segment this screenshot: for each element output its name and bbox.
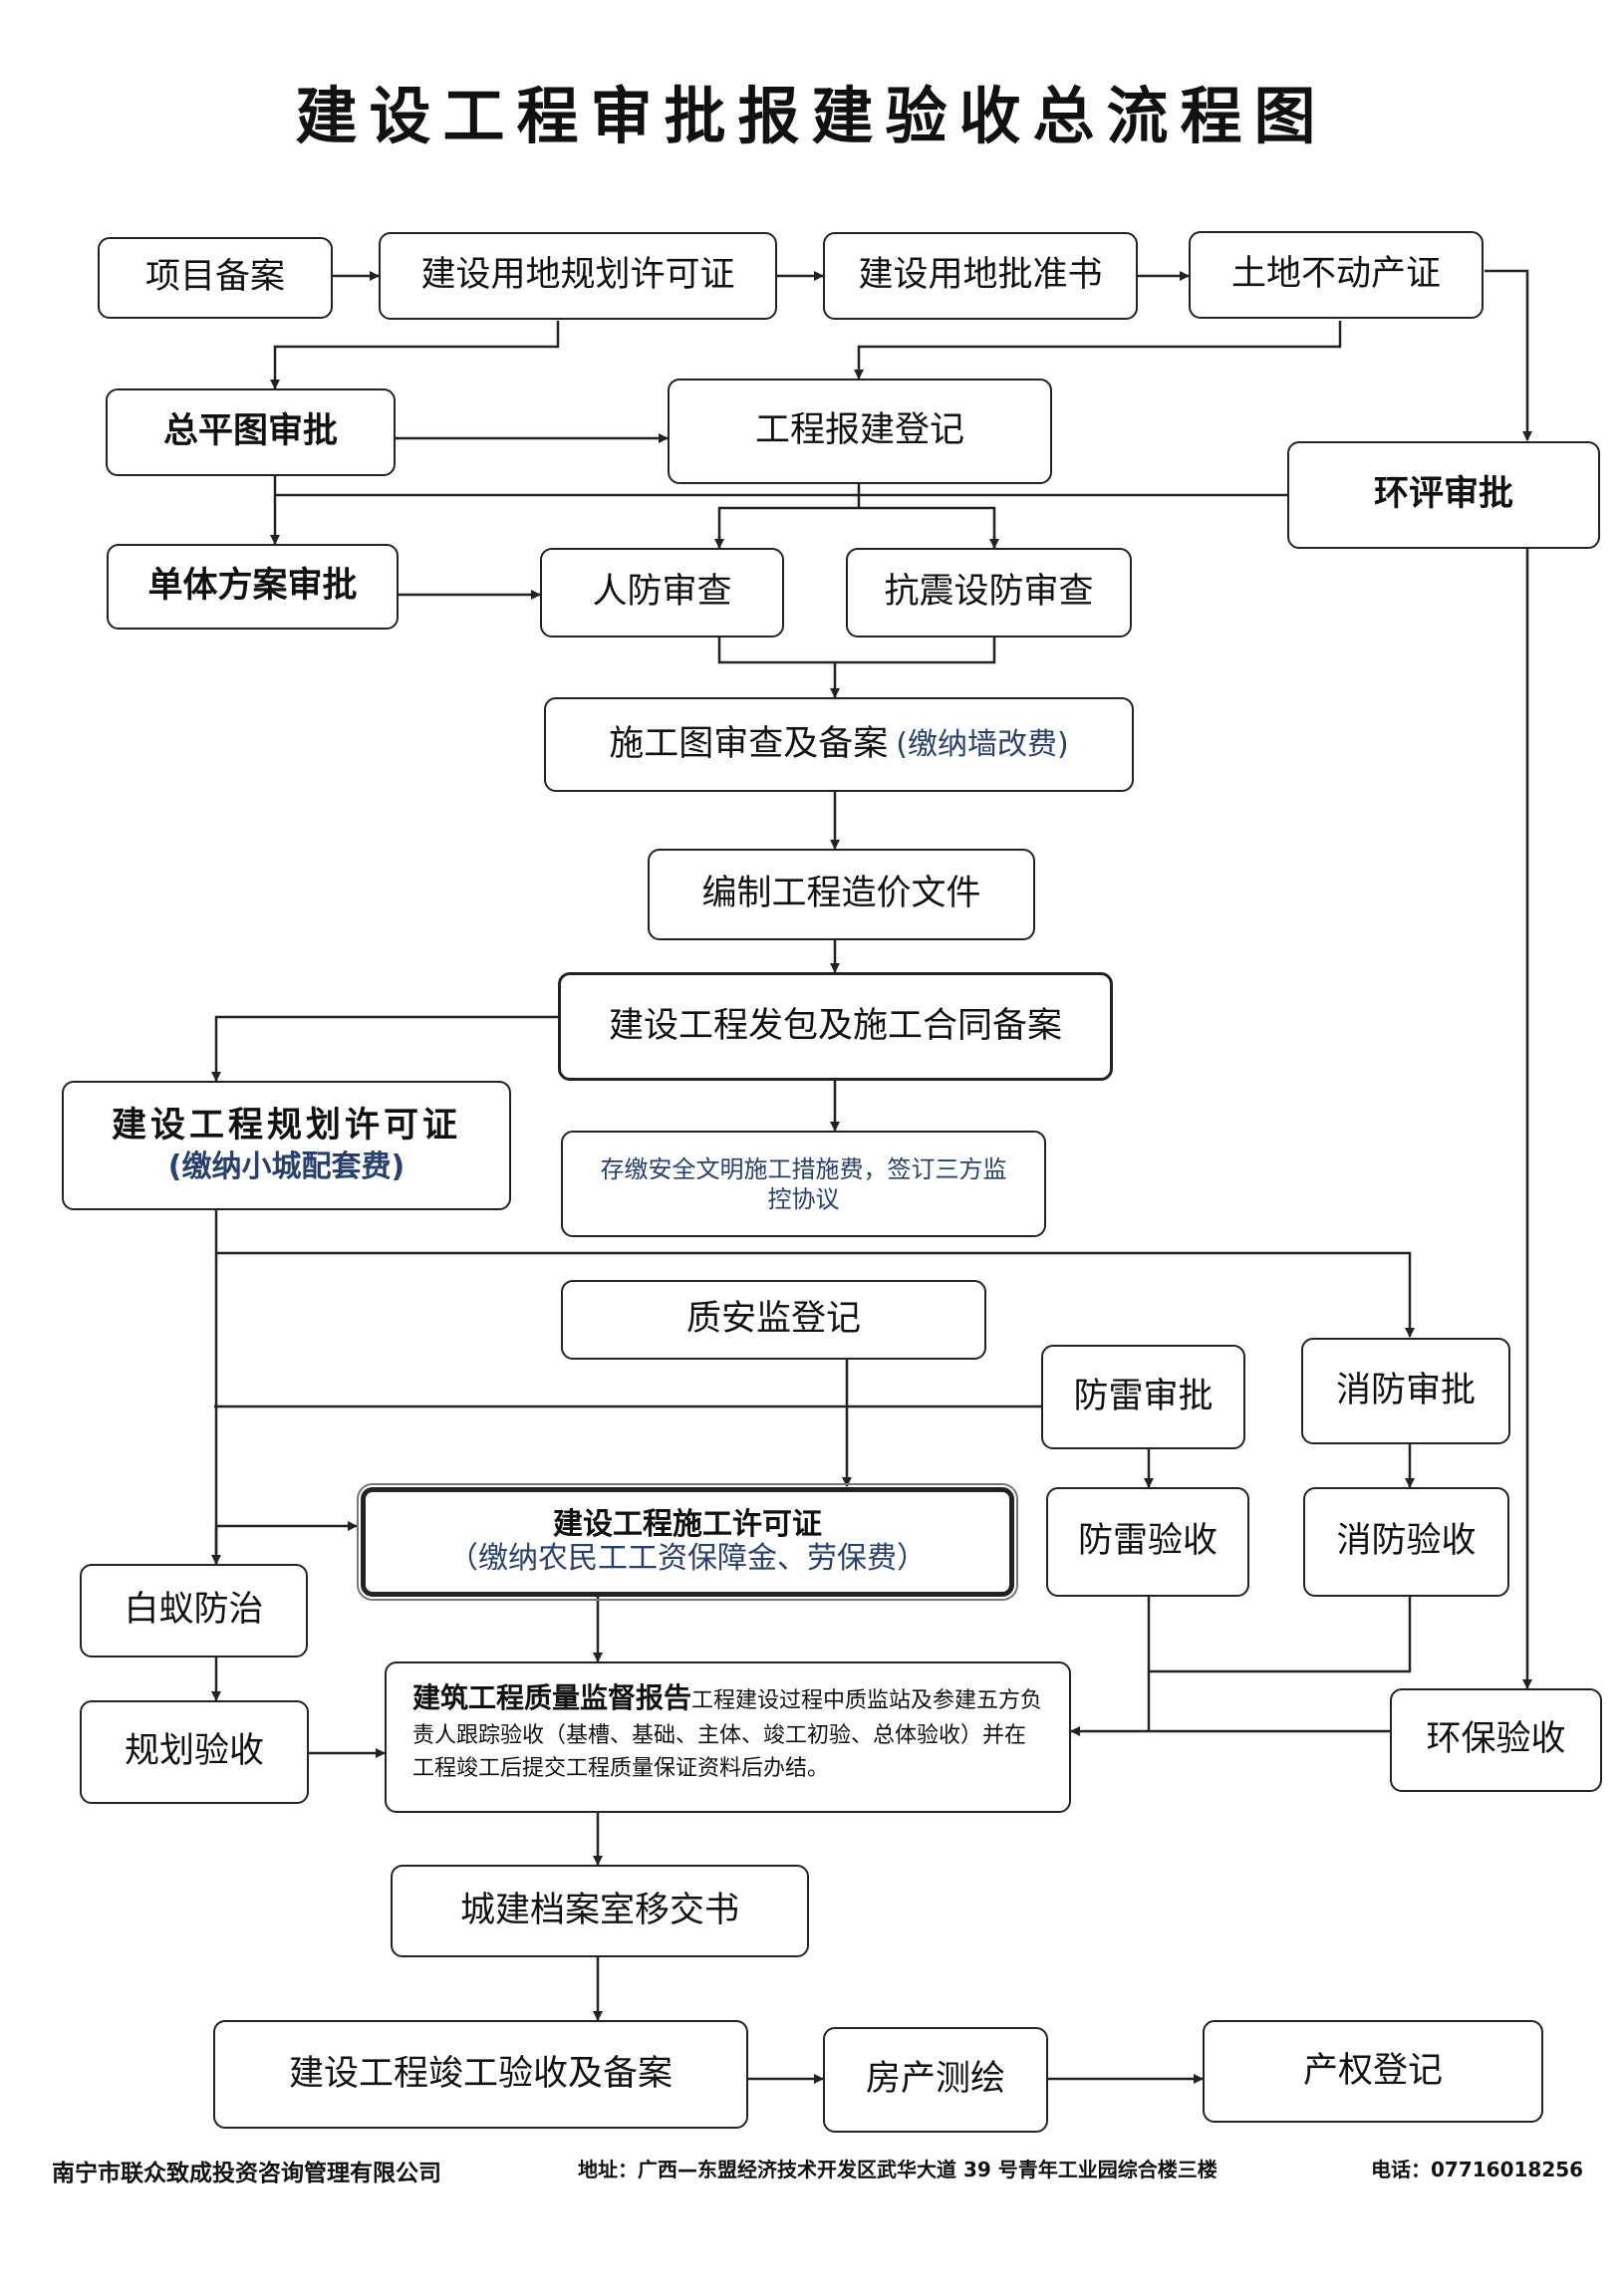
box-xiangmu-beian[interactable]: 项目备案 [98,237,333,319]
box-yongdi-guihua[interactable]: 建设用地规划许可证 [379,232,777,320]
box-zhiliang-report[interactable]: 建筑工程质量监督报告工程建设过程中质监站及参建五方负责人跟踪验收（基槽、基础、主… [385,1661,1071,1813]
box-xiaofang-yanshou[interactable]: 消防验收 [1303,1487,1509,1597]
box-huanping[interactable]: 环评审批 [1287,441,1600,549]
box-jungong[interactable]: 建设工程竣工验收及备案 [213,2020,748,2129]
shigongtu-fee-note: (缴纳墙改费) [896,726,1069,762]
footer-address: 地址：广西—东盟经济技术开发区武华大道 39 号青年工业园综合楼三楼 [578,2158,1217,2181]
box-anquan-fee[interactable]: 存缴安全文明施工措施费，签订三方监控协议 [561,1131,1046,1237]
zhiliang-title: 建筑工程质量监督报告 [412,1681,692,1714]
box-guihua-xuke[interactable]: 建设工程规划许可证 (缴纳小城配套费) [62,1081,511,1210]
guihua-xuke-label: 建设工程规划许可证 [111,1106,461,1147]
line-xiaofang-yanshou-down [1149,1597,1412,1673]
box-guihua-yanshou[interactable]: 规划验收 [80,1700,309,1804]
shigong-xuke-fee-note: （缴纳农民工工资保障金、劳保费） [448,1541,927,1576]
box-zaojia[interactable]: 编制工程造价文件 [648,849,1035,940]
box-fabao[interactable]: 建设工程发包及施工合同备案 [558,972,1113,1081]
arrow-fabao-to-guihuaxuke [211,1015,558,1082]
box-kangzhen[interactable]: 抗震设防审查 [846,548,1132,638]
box-shigongtu[interactable]: 施工图审查及备案 (缴纳墙改费) [544,697,1134,792]
box-danti-fangan[interactable]: 单体方案审批 [107,544,399,630]
box-fangchan[interactable]: 房产测绘 [823,2027,1048,2133]
box-renfang[interactable]: 人防审查 [540,548,784,638]
box-xiaofang-shenpi[interactable]: 消防审批 [1301,1338,1510,1444]
page-title: 建设工程审批报建验收总流程图 [295,80,1328,152]
arrow-guihua-to-zongpingtu [270,321,560,389]
arrow-baojian-split [717,484,996,548]
box-fanglei-yanshou[interactable]: 防雷验收 [1046,1487,1249,1597]
box-fanglei-shenpi[interactable]: 防雷审批 [1041,1345,1245,1449]
box-tudi-budongchan[interactable]: 土地不动产证 [1189,231,1484,319]
box-huanbao[interactable]: 环保验收 [1390,1688,1602,1792]
box-dangan[interactable]: 城建档案室移交书 [391,1865,809,1957]
footer-phone: 电话：07716018256 [1371,2158,1584,2181]
arrow-tudi-to-huanping [1485,269,1532,441]
arrow-guihuaxuke-to-xiaofang [216,1251,1415,1338]
box-shigong-xuke[interactable]: 建设工程施工许可证 （缴纳农民工工资保障金、劳保费） [357,1483,1018,1601]
line-renfang-kangzhen-merge [717,638,996,697]
box-gongcheng-baojian[interactable]: 工程报建登记 [668,379,1052,484]
box-baiyi[interactable]: 白蚁防治 [80,1564,308,1658]
box-zongpingtu[interactable]: 总平图审批 [106,388,396,476]
footer-company: 南宁市联众致成投资咨询管理有限公司 [52,2161,441,2186]
shigongtu-label: 施工图审查及备案 [609,723,889,764]
box-chanquan[interactable]: 产权登记 [1203,2020,1543,2123]
guihua-xuke-fee-note: (缴纳小城配套费) [167,1149,406,1185]
arrow-tudi-to-baojian [854,321,1342,380]
box-yongdi-pizhun[interactable]: 建设用地批准书 [823,232,1138,320]
zhiliang-desc: 工程建设过程中质监站及参建五方负责人跟踪验收（基槽、基础、主体、竣工初验、总体验… [412,1688,1043,1781]
box-zhian-jian[interactable]: 质安监登记 [561,1280,986,1360]
shigong-xuke-label: 建设工程施工许可证 [553,1506,822,1542]
